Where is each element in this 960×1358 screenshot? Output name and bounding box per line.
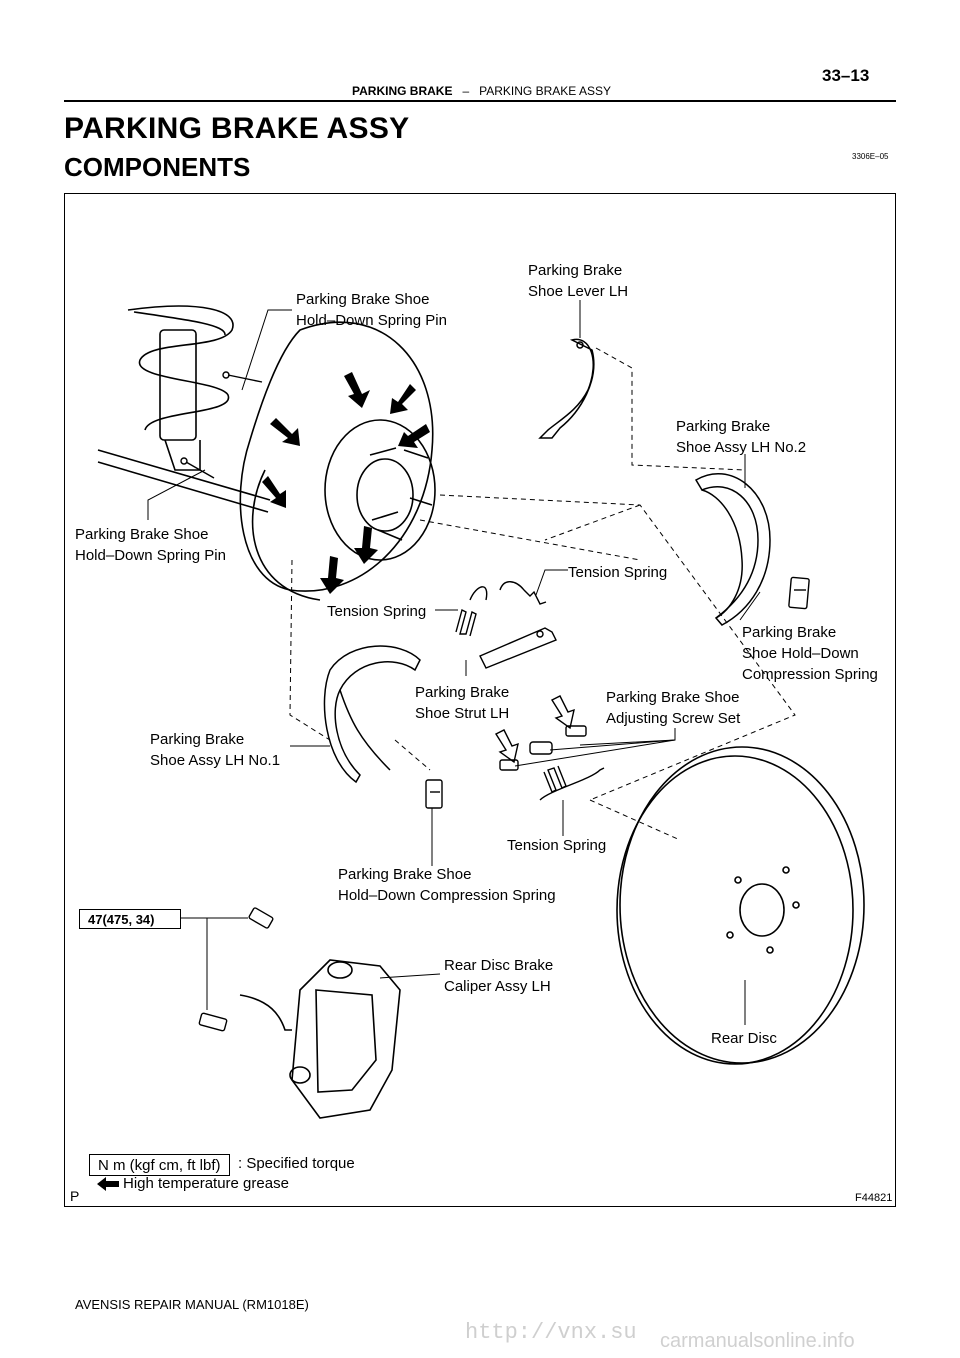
label-line: Hold–Down Compression Spring	[338, 887, 556, 904]
backing-plate-hub-icon	[239, 321, 436, 601]
label-line: Shoe Lever LH	[528, 283, 629, 300]
legend-grease: High temperature grease	[97, 1175, 289, 1192]
brake-shoe-no1-icon	[323, 645, 421, 784]
label-line: Parking Brake Shoe	[75, 526, 209, 543]
label-rear-disc: Rear Disc	[711, 1030, 777, 1047]
breadcrumb-subsection: PARKING BRAKE ASSY	[479, 84, 611, 98]
label-caliper-assy: Rear Disc Brake Caliper Assy LH	[444, 955, 553, 997]
header-rule	[64, 100, 896, 102]
label-line: Parking Brake Shoe	[296, 291, 430, 308]
grease-arrow-icon	[97, 1177, 119, 1192]
label-hold-down-pin-left: Parking Brake Shoe Hold–Down Spring Pin	[75, 524, 226, 566]
page-number: 33–13	[822, 66, 870, 85]
label-compression-spring-right: Parking Brake Shoe Hold–Down Compression…	[742, 622, 878, 685]
torque-spec-box: 47(475, 34)	[79, 909, 181, 929]
leader-lines	[147, 300, 761, 1025]
watermark-site: carmanualsonline.info	[660, 1330, 855, 1352]
label-line: Parking Brake	[676, 418, 771, 435]
compression-spring-bottom-icon	[425, 779, 443, 809]
label-line: Parking Brake Shoe	[606, 689, 740, 706]
label-line: Shoe Assy LH No.2	[676, 439, 807, 456]
document-id: 3306E–05	[852, 152, 889, 161]
label-line: Compression Spring	[742, 666, 878, 683]
label-adjusting-screw-set: Parking Brake Shoe Adjusting Screw Set	[606, 687, 740, 729]
watermark-url[interactable]: http://vnx.su	[465, 1320, 637, 1345]
diagram-frame	[64, 193, 896, 1207]
breadcrumb-section: PARKING BRAKE	[352, 84, 453, 98]
tension-spring-icon	[455, 581, 605, 801]
brake-shoe-no2-icon	[694, 473, 771, 626]
label-tension-spring-left: Tension Spring	[327, 603, 427, 620]
label-shoe-assy-no1: Parking Brake Shoe Assy LH No.1	[150, 729, 280, 771]
label-hold-down-pin-top: Parking Brake Shoe Hold–Down Spring Pin	[296, 289, 447, 331]
compression-spring-icon	[788, 576, 810, 610]
label-line: Hold–Down Spring Pin	[296, 312, 447, 329]
breadcrumb-separator: –	[462, 84, 470, 98]
hold-down-pin-icon	[180, 371, 263, 479]
legend-grease-text: High temperature grease	[123, 1175, 289, 1192]
footer: AVENSIS REPAIR MANUAL (RM1018E)	[75, 1297, 309, 1312]
label-line: Shoe Assy LH No.1	[150, 752, 281, 769]
label-line: Parking Brake	[415, 684, 510, 701]
shoe-lever-icon	[538, 338, 595, 439]
label-line: Rear Disc Brake	[444, 957, 554, 974]
label-shoe-strut: Parking Brake Shoe Strut LH	[415, 682, 509, 724]
bolt-icon	[198, 907, 274, 1032]
label-tension-spring-right: Tension Spring	[568, 564, 668, 581]
label-line: Adjusting Screw Set	[606, 710, 741, 727]
figure-id: F44821	[855, 1192, 893, 1204]
breadcrumb: PARKING BRAKE–PARKING BRAKE ASSY	[352, 84, 611, 98]
label-line: Hold–Down Spring Pin	[75, 547, 226, 564]
section-title: COMPONENTS	[64, 152, 251, 182]
corner-mark: P	[70, 1188, 80, 1204]
assembly-dashed-lines	[289, 347, 796, 841]
label-line: Parking Brake	[742, 624, 837, 641]
label-line: Parking Brake Shoe	[338, 866, 472, 883]
label-line: Caliper Assy LH	[444, 978, 551, 995]
legend-torque-text: : Specified torque	[238, 1155, 355, 1172]
rear-disc-icon	[616, 746, 865, 1065]
label-compression-spring-bottom: Parking Brake Shoe Hold–Down Compression…	[338, 864, 556, 906]
legend-torque-unit: N m (kgf cm, ft lbf)	[89, 1154, 230, 1176]
label-shoe-assy-no2: Parking Brake Shoe Assy LH No.2	[676, 416, 806, 458]
label-line: Parking Brake	[528, 262, 623, 279]
label-line: Shoe Hold–Down	[742, 645, 859, 662]
label-shoe-lever: Parking Brake Shoe Lever LH	[528, 260, 628, 302]
shoe-strut-icon	[479, 627, 557, 669]
page-title: PARKING BRAKE ASSY	[64, 112, 410, 145]
grease-arrow-icon	[262, 372, 430, 594]
adjusting-screw-icon	[494, 695, 587, 771]
label-line: Shoe Strut LH	[415, 705, 510, 722]
label-tension-spring-bottom: Tension Spring	[507, 837, 607, 854]
caliper-icon	[239, 959, 401, 1119]
label-line: Parking Brake	[150, 731, 245, 748]
